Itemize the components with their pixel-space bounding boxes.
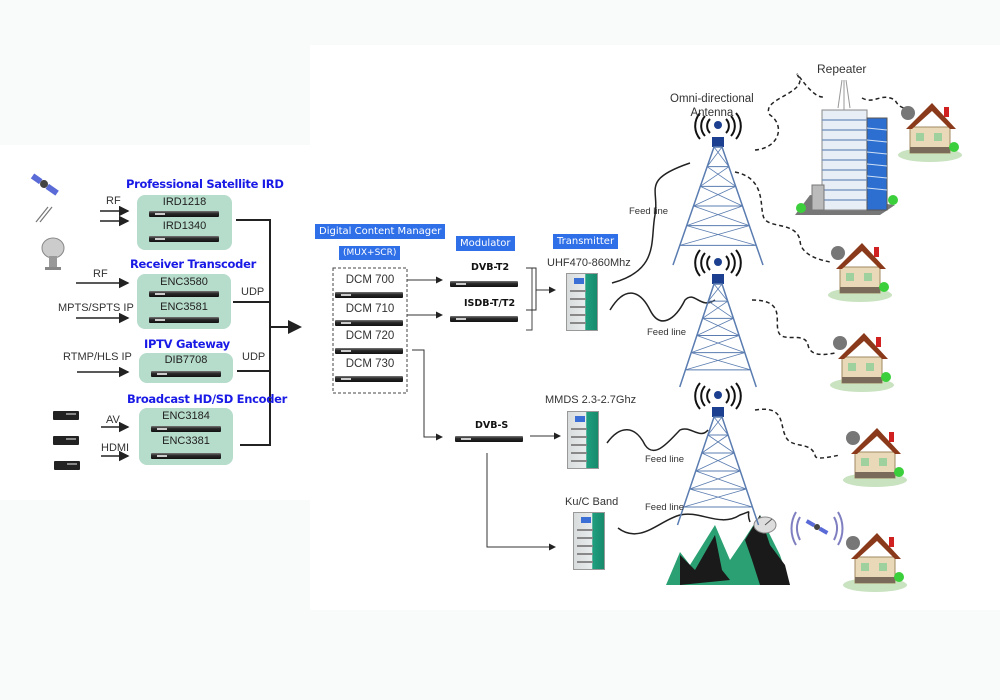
device-label: DIB7708 [164, 354, 208, 366]
modulator-label-dvb-t2: DVB-T2 [471, 262, 510, 273]
device-group-receiver-transcoder[interactable]: ENC3580 ENC3581 [137, 274, 231, 329]
group-title-satellite-ird: Professional Satellite IRD [126, 177, 284, 191]
ku-band-label: Ku/C Band [565, 496, 619, 508]
content-manager-subtitle: (MUX+SCR) [339, 246, 401, 260]
set-top-box-icon [53, 411, 79, 420]
transmitter-cabinet-icon[interactable] [567, 411, 599, 469]
device-label: ENC3184 [162, 410, 210, 422]
dcm-dashed-box [332, 267, 408, 394]
tower-antenna-icon [679, 249, 757, 388]
group-title-receiver-transcoder: Receiver Transcoder [130, 257, 256, 271]
device-label: IRD1218 [162, 196, 207, 208]
mmds-label: MMDS 2.3-2.7Ghz [545, 394, 637, 406]
device-group-broadcast-encoder[interactable]: ENC3184 ENC3381 [139, 408, 233, 465]
set-top-box-icon [54, 461, 80, 470]
rack-device-icon [151, 426, 221, 432]
satellite-signal-arcs [790, 511, 844, 546]
house-icon [898, 103, 962, 162]
house-icon [830, 333, 894, 392]
antenna-label-line2: Antenna [690, 107, 734, 119]
modulator-title: Modulator [456, 236, 515, 251]
feed-line-label: Feed line [645, 502, 685, 513]
modulator-label-dvb-s: DVB-S [475, 420, 509, 431]
feed-line-label: Feed line [629, 206, 669, 217]
antenna-label: Omni-directional Antenna [670, 92, 754, 120]
rack-device-icon [149, 236, 219, 242]
tower-antenna-icon [676, 382, 760, 526]
transmitter-cabinet-icon[interactable] [566, 273, 598, 331]
input-label-rtmp: RTMP/HLS IP [63, 351, 132, 363]
rack-device-icon [335, 292, 403, 298]
device-label: IRD1340 [162, 220, 207, 232]
rack-device-icon[interactable] [455, 436, 523, 442]
dcm-label[interactable]: DCM 730 [345, 358, 395, 370]
device-label: ENC3580 [160, 276, 208, 288]
rack-device-icon [151, 371, 221, 377]
output-label-udp: UDP [242, 351, 266, 363]
dcm-label[interactable]: DCM 710 [345, 303, 395, 315]
repeater-label: Repeater [817, 62, 867, 76]
house-icon [843, 533, 907, 592]
group-title-broadcast-encoder: Broadcast HD/SD Encoder [127, 392, 288, 406]
device-label: ENC3581 [160, 301, 208, 313]
input-label-av: AV [106, 414, 120, 426]
feed-lines [606, 162, 751, 535]
device-label: ENC3381 [162, 435, 210, 447]
wireless-links [734, 73, 911, 459]
dish-antenna-icon [41, 237, 65, 270]
udp-bus [233, 219, 302, 446]
dcm-label[interactable]: DCM 700 [345, 274, 395, 286]
output-label-udp: UDP [241, 286, 265, 298]
dcm-stack: DCM 700 DCM 710 DCM 720 DCM 730 [333, 270, 407, 392]
group-title-iptv-gateway: IPTV Gateway [144, 337, 230, 351]
rack-device-icon [149, 211, 219, 217]
satellite-icon [30, 173, 59, 196]
house-icon [843, 428, 907, 487]
rack-device-icon [335, 376, 403, 382]
rack-device-icon [149, 291, 219, 297]
device-group-satellite-ird[interactable]: IRD1218 IRD1340 [137, 195, 232, 250]
set-top-box-icon [53, 436, 79, 445]
repeater-building-icon [795, 79, 898, 215]
modulator-label-isdb: ISDB-T/T2 [464, 298, 516, 309]
signal-icon [35, 206, 53, 223]
house-icon [828, 243, 892, 302]
rack-device-icon [335, 348, 403, 354]
input-label-hdmi: HDMI [101, 442, 130, 454]
uhf-label: UHF470-860Mhz [547, 257, 631, 269]
device-group-iptv-gateway[interactable]: DIB7708 [139, 353, 233, 383]
input-label-mpts: MPTS/SPTS IP [58, 302, 134, 314]
rack-device-icon [335, 320, 403, 326]
tower-antenna-icon [672, 112, 764, 266]
transmitter-cabinet-icon[interactable] [573, 512, 605, 570]
rack-device-icon[interactable] [450, 316, 518, 322]
rack-device-icon [151, 453, 221, 459]
feed-line-label: Feed line [647, 327, 687, 338]
input-label-rf: RF [93, 268, 108, 280]
content-manager-title: Digital Content Manager [315, 224, 446, 239]
rack-device-icon [149, 317, 219, 323]
mountain-icon [666, 515, 790, 585]
input-label-rf: RF [106, 195, 121, 207]
dish-antenna-icon [753, 516, 777, 534]
transmitter-title: Transmitter [553, 234, 619, 249]
rack-device-icon[interactable] [450, 281, 518, 287]
antenna-label-line1: Omni-directional [670, 93, 754, 105]
satellite-icon [805, 519, 829, 535]
dcm-label[interactable]: DCM 720 [345, 330, 395, 342]
feed-line-label: Feed line [645, 454, 685, 465]
